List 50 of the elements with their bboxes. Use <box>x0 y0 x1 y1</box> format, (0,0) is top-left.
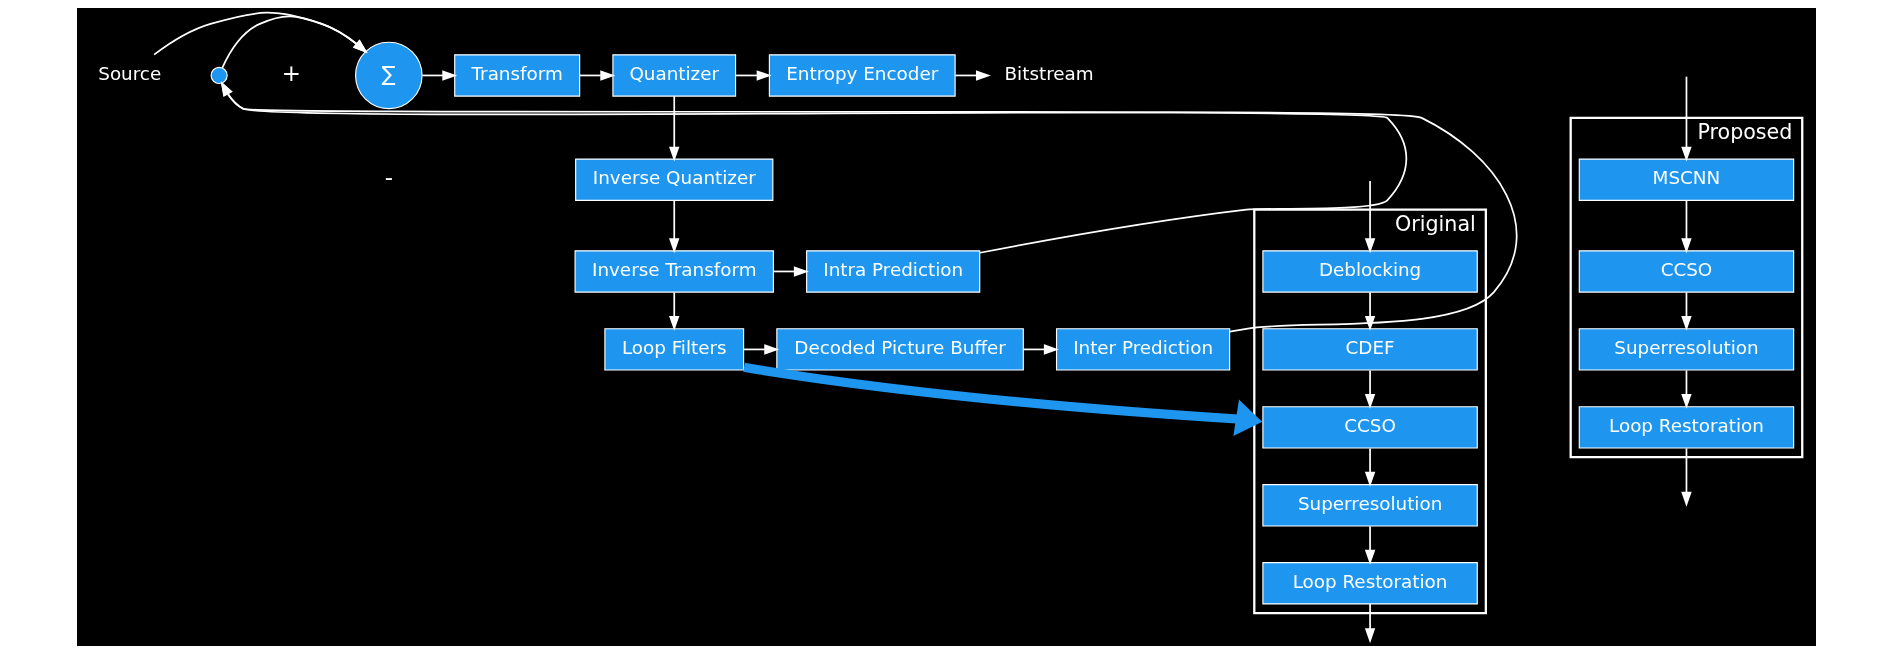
arrow <box>221 15 368 69</box>
arrow <box>669 95 680 162</box>
node-box: CDEF <box>1262 328 1478 371</box>
node-box: Loop Restoration <box>1578 406 1795 449</box>
arrow <box>669 291 680 331</box>
arrow <box>954 70 991 81</box>
node-box: Decoded Picture Buffer <box>776 328 1024 371</box>
arrow <box>1681 291 1692 331</box>
arrow <box>1681 447 1692 507</box>
arrow <box>1364 447 1376 487</box>
node-box: Loop Filters <box>604 328 745 371</box>
arrow <box>421 70 458 81</box>
arrow <box>1364 525 1376 565</box>
arrow <box>1364 180 1376 254</box>
node-box: Deblocking <box>1262 250 1478 293</box>
arrow <box>1364 603 1376 644</box>
node-box: Intra Prediction <box>806 250 981 293</box>
node-box: Superresolution <box>1578 328 1795 371</box>
arrow <box>578 70 616 81</box>
node-box: Superresolution <box>1262 484 1478 527</box>
label: + <box>281 60 301 87</box>
arrow <box>1681 369 1692 409</box>
arrow <box>1364 291 1376 331</box>
arrow <box>153 11 368 56</box>
node-box: MSCNN <box>1578 158 1795 201</box>
arrow <box>1022 344 1059 355</box>
arrow <box>220 81 1408 254</box>
node-box: Inter Prediction <box>1055 328 1231 371</box>
node-text: Source <box>98 62 162 84</box>
arrow <box>1364 369 1376 409</box>
node-box: CCSO <box>1578 250 1795 293</box>
node-box: Loop Restoration <box>1262 562 1478 605</box>
node-circle <box>210 66 228 85</box>
node-box: Quantizer <box>612 54 737 97</box>
arrow <box>743 362 1263 437</box>
node-text: Bitstream <box>1004 62 1094 84</box>
node-box: Transform <box>454 54 581 97</box>
arrow <box>772 266 809 277</box>
node-circle: ∑ <box>355 41 423 110</box>
arrow <box>1681 199 1692 254</box>
node-box: Inverse Quantizer <box>575 158 774 201</box>
arrow <box>735 70 772 81</box>
arrow <box>669 199 680 254</box>
arrow <box>220 81 1518 333</box>
node-box: CCSO <box>1262 406 1478 449</box>
label: - <box>384 164 393 191</box>
node-box: Entropy Encoder <box>768 54 956 97</box>
arrow <box>743 344 780 355</box>
node-box: Inverse Transform <box>574 250 774 293</box>
arrow <box>1681 75 1692 162</box>
